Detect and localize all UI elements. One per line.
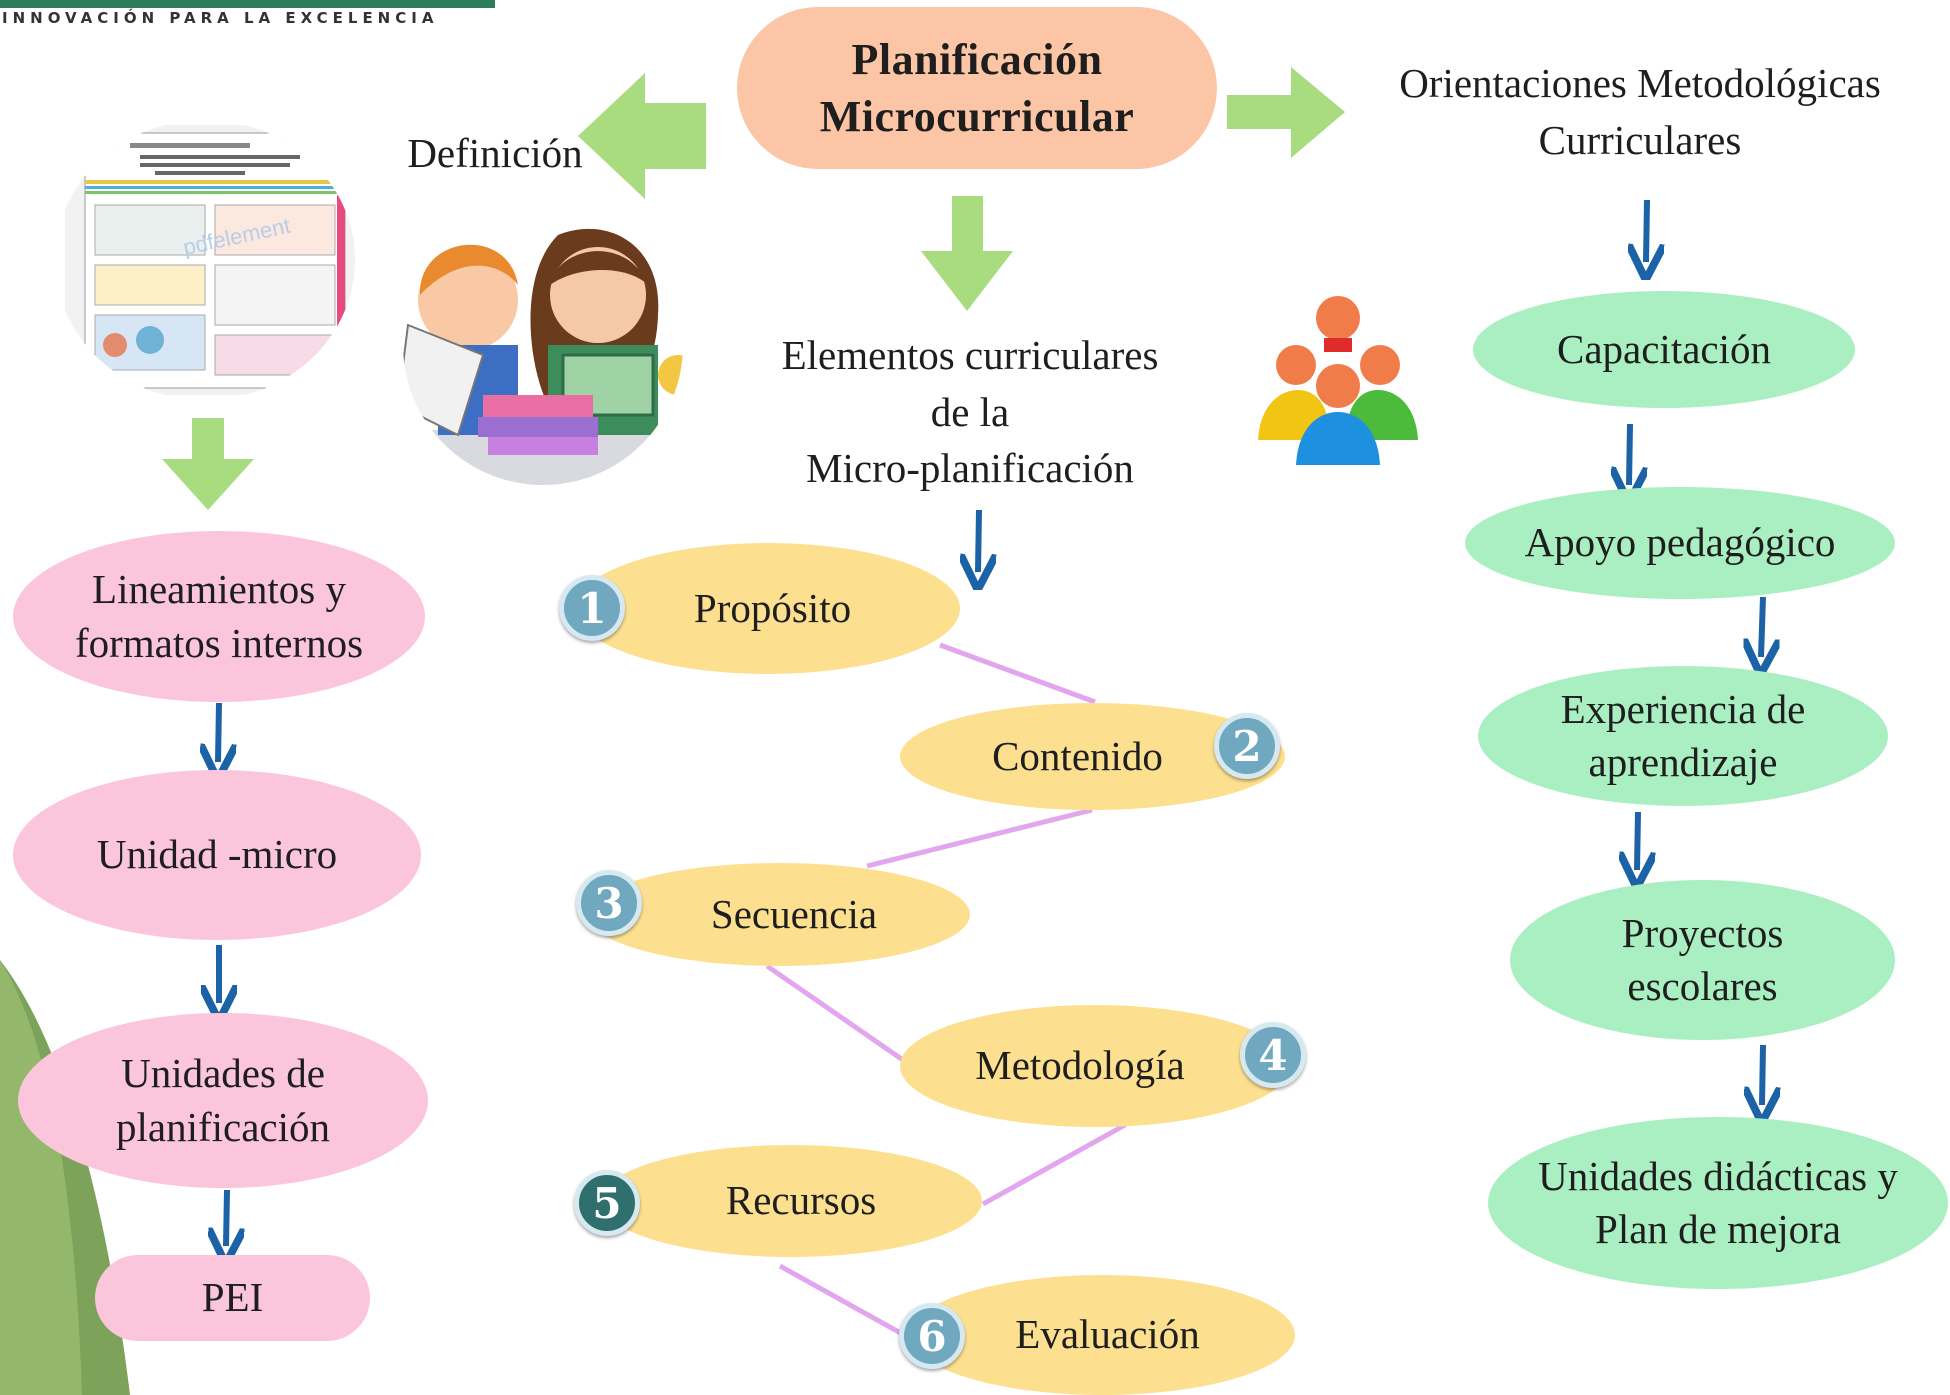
arrow-left-big xyxy=(578,73,706,199)
right-node: Proyectos escolares xyxy=(1510,880,1895,1040)
step-number-badge: 6 xyxy=(899,1303,965,1369)
arrow-down-small xyxy=(1761,596,1763,657)
arrow-right-big xyxy=(1227,67,1345,158)
right-node: Capacitación xyxy=(1473,291,1855,408)
step-label: Secuencia xyxy=(710,890,878,937)
central-topic: Planificación Microcurricular xyxy=(737,7,1217,169)
right-node-line: aprendizaje xyxy=(1588,739,1778,785)
step-node: Secuencia xyxy=(588,863,970,966)
children-reading-image xyxy=(403,205,683,485)
left-node: Lineamientos y formatos internos xyxy=(13,531,425,702)
step-label: Recursos xyxy=(725,1177,877,1224)
arrow-down-big-left xyxy=(162,418,254,510)
step-number-badge: 2 xyxy=(1214,713,1280,779)
middle-heading: Elementos curriculares de la Micro-plani… xyxy=(720,327,1220,497)
right-node-line: escolares xyxy=(1627,963,1778,1009)
definition-label: Definición xyxy=(407,130,583,176)
right-node-line: Plan de mejora xyxy=(1595,1206,1841,1252)
step-connector xyxy=(981,1122,1127,1207)
right-node: Experiencia de aprendizaje xyxy=(1478,666,1888,806)
right-node-line: Experiencia de xyxy=(1560,685,1806,732)
right-heading-line: Orientaciones Metodológicas xyxy=(1399,60,1881,106)
arrow-down-small xyxy=(1646,199,1647,262)
step-label: Evaluación xyxy=(1015,1311,1200,1358)
logo-strip xyxy=(0,0,495,8)
arrow-down-small xyxy=(1637,811,1638,870)
right-node-line: Apoyo pedagógico xyxy=(1524,519,1836,566)
step-node: Metodología xyxy=(900,1005,1290,1127)
step-label: Contenido xyxy=(992,732,1163,779)
step-label: Metodología xyxy=(975,1042,1185,1089)
arrow-down-big-center xyxy=(921,196,1013,311)
right-node: Apoyo pedagógico xyxy=(1465,487,1895,599)
step-number-badge: 3 xyxy=(576,870,642,936)
right-node-line: Proyectos xyxy=(1621,909,1784,956)
step-connector xyxy=(939,642,1096,705)
arrow-down-small xyxy=(1762,1044,1763,1105)
planning-document-image: pdfelement xyxy=(65,125,355,395)
central-topic-line: Planificación xyxy=(851,34,1103,84)
left-node: Unidades de planificación xyxy=(18,1013,428,1188)
step-label: Propósito xyxy=(693,584,852,631)
left-node-line: Lineamientos y xyxy=(92,566,346,613)
right-node-line: Capacitación xyxy=(1556,325,1771,372)
step-node: Recursos xyxy=(600,1145,982,1257)
team-icon xyxy=(1258,296,1418,465)
step-connector xyxy=(778,1263,908,1339)
step-connector xyxy=(765,963,918,1072)
arrow-down-small xyxy=(218,702,219,762)
right-node: Unidades didácticas y Plan de mejora xyxy=(1488,1117,1948,1289)
step-number-badge: 5 xyxy=(574,1170,640,1236)
left-node: Unidad -micro xyxy=(13,770,421,940)
right-heading-line: Curriculares xyxy=(1538,116,1742,163)
left-node: PEI xyxy=(95,1255,370,1341)
step-node: Propósito xyxy=(575,543,960,674)
central-topic-line: Microcurricular xyxy=(819,92,1135,141)
left-node-line: PEI xyxy=(201,1274,264,1321)
arrow-down-small xyxy=(226,1189,227,1246)
right-node-line: Unidades didácticas y xyxy=(1538,1152,1898,1199)
arrow-down-small xyxy=(978,509,979,572)
left-node-line: Unidades de xyxy=(121,1050,325,1097)
left-node-line: planificación xyxy=(115,1103,330,1150)
middle-heading-line: Elementos curriculares xyxy=(781,332,1159,378)
arrow-down-small xyxy=(1629,423,1630,485)
logo-tagline: INNOVACIÓN PARA LA EXCELENCIA xyxy=(2,9,439,27)
left-node-line: Unidad -micro xyxy=(96,831,338,878)
right-heading: Orientaciones Metodológicas Curriculares xyxy=(1360,55,1920,168)
step-node: Evaluación xyxy=(910,1275,1295,1395)
left-green-band-light xyxy=(0,960,82,1395)
step-number-badge: 1 xyxy=(559,575,625,641)
middle-heading-line: Micro-planificación xyxy=(806,445,1134,492)
left-node-line: formatos internos xyxy=(74,619,364,666)
middle-heading-line: de la xyxy=(930,388,1010,435)
step-number-badge: 4 xyxy=(1240,1022,1306,1088)
step-connector xyxy=(866,807,1093,869)
